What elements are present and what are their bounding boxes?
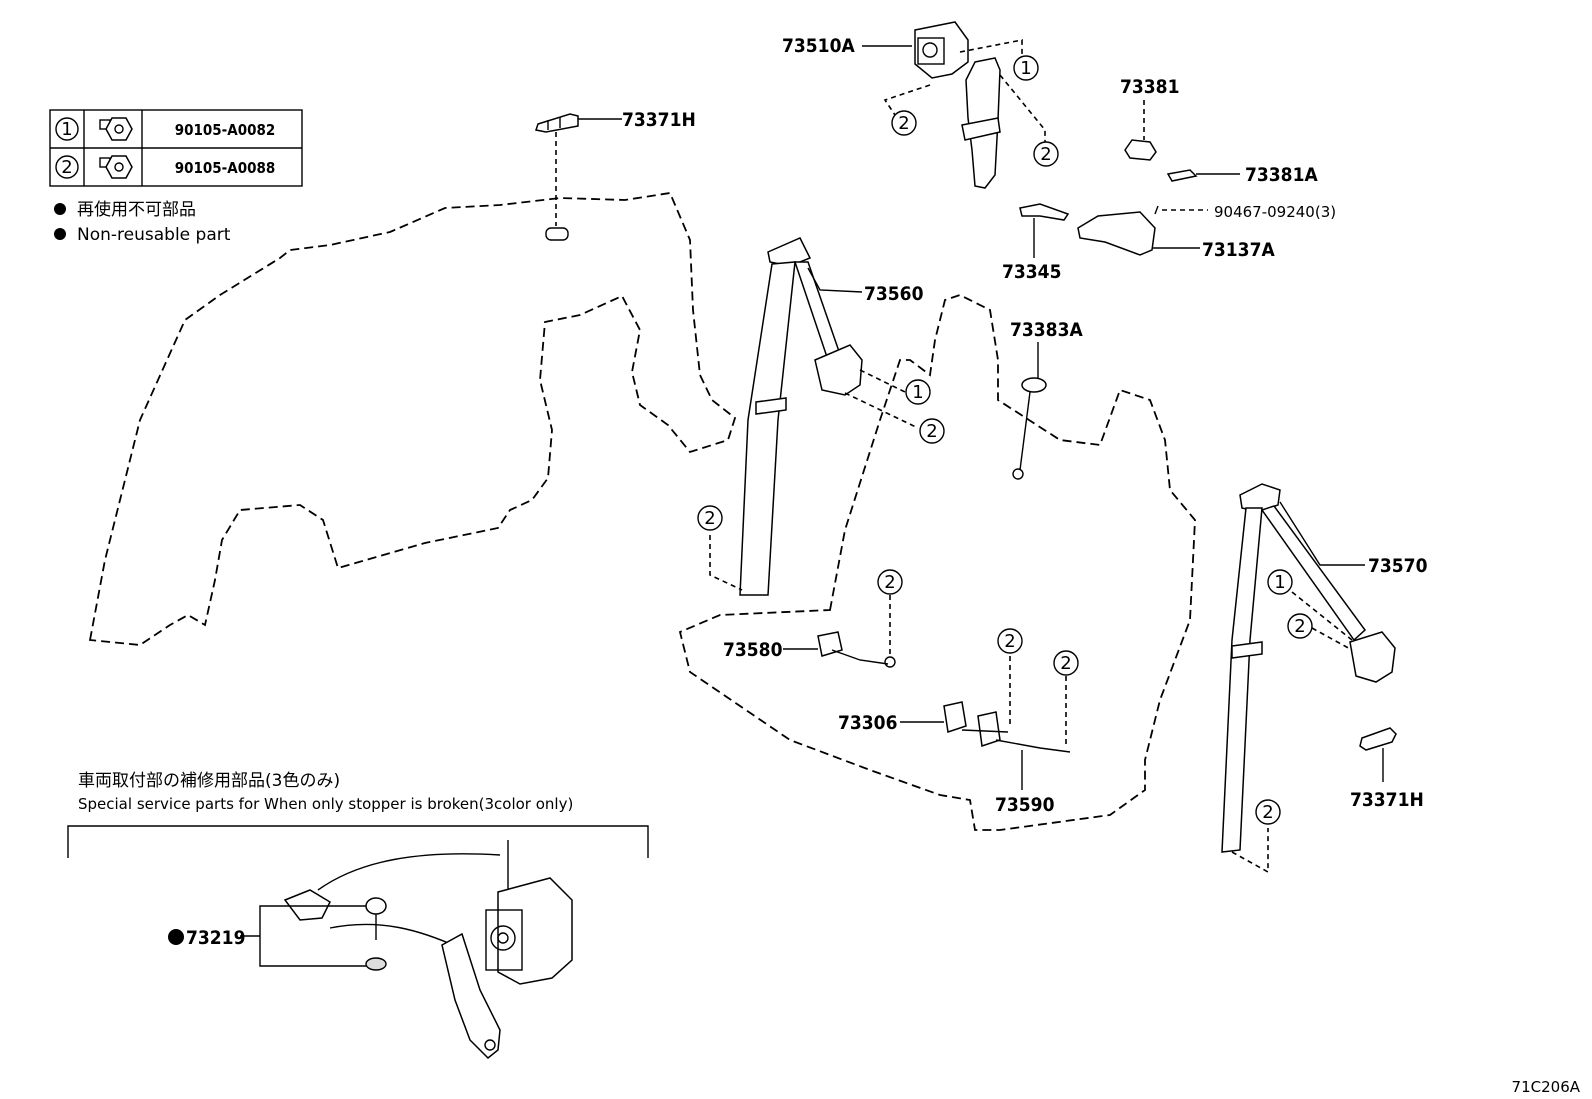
ref-circle-2: 2 bbox=[1053, 650, 1079, 676]
svg-text:2: 2 bbox=[1040, 144, 1051, 165]
callout-73510A: 73510A bbox=[782, 35, 855, 57]
callout-73306: 73306 bbox=[838, 712, 897, 734]
table-ref-1: 1 bbox=[55, 117, 79, 141]
legend-jp: 再使用不可部品 bbox=[77, 199, 196, 220]
callout-73590: 73590 bbox=[995, 794, 1055, 816]
diagram-code: 71C206A bbox=[1512, 1078, 1581, 1096]
callout-73560: 73560 bbox=[864, 283, 924, 305]
service-note: 車両取付部の補修用部品(3色のみ) Special service parts … bbox=[67, 771, 649, 858]
bullet-icon bbox=[54, 228, 66, 240]
svg-text:1: 1 bbox=[1274, 572, 1285, 593]
part-73383A: 73383A bbox=[1010, 319, 1083, 480]
svg-text:2: 2 bbox=[926, 421, 937, 442]
callout-73570: 73570 bbox=[1368, 555, 1428, 577]
rear-seat-outline bbox=[678, 294, 1196, 831]
ref-circle-1: 1 bbox=[1013, 55, 1039, 81]
part-73371H-top: 73371H bbox=[535, 109, 696, 226]
svg-text:2: 2 bbox=[1004, 631, 1015, 652]
service-note-jp: 車両取付部の補修用部品(3色のみ) bbox=[78, 771, 340, 791]
part-73371H-right: 73371H bbox=[1350, 727, 1424, 811]
part-73345: 73345 bbox=[1002, 203, 1070, 283]
ref-circle-1: 1 bbox=[1267, 569, 1293, 595]
table-part-no-2: 90105-A0088 bbox=[175, 159, 276, 177]
ref-circle-2: 2 bbox=[697, 505, 723, 531]
svg-text:2: 2 bbox=[1294, 616, 1305, 637]
part-73580: 73580 bbox=[723, 595, 896, 668]
part-73137A: 73137A bbox=[1077, 211, 1275, 261]
callout-73371H-right: 73371H bbox=[1350, 789, 1424, 811]
ref-circle-2: 2 bbox=[997, 628, 1023, 654]
part-73560: 73560 bbox=[709, 237, 924, 596]
bolt-icon bbox=[99, 117, 133, 141]
legend: 再使用不可部品 Non-reusable part bbox=[54, 199, 231, 245]
part-73381A: 73381A bbox=[1166, 164, 1318, 186]
svg-text:1: 1 bbox=[61, 119, 72, 140]
callout-73381: 73381 bbox=[1120, 76, 1179, 98]
ref-circle-2: 2 bbox=[1033, 141, 1059, 167]
ref-circle-2: 2 bbox=[891, 110, 917, 136]
callout-73137A: 73137A bbox=[1202, 239, 1275, 261]
svg-text:2: 2 bbox=[704, 508, 715, 529]
table-part-no-1: 90105-A0082 bbox=[175, 121, 276, 139]
svg-text:2: 2 bbox=[61, 157, 72, 178]
callout-73580: 73580 bbox=[723, 639, 783, 661]
ref-circle-2: 2 bbox=[877, 569, 903, 595]
svg-text:2: 2 bbox=[1262, 802, 1273, 823]
body-side-outline bbox=[88, 192, 737, 646]
ref-circle-2: 2 bbox=[1255, 799, 1281, 825]
callout-73219: 73219 bbox=[186, 927, 245, 949]
legend-en: Non-reusable part bbox=[77, 225, 231, 245]
callout-73383A: 73383A bbox=[1010, 319, 1083, 341]
svg-text:2: 2 bbox=[884, 572, 895, 593]
part-90467: 90467-09240(3) bbox=[1154, 203, 1336, 221]
svg-text:2: 2 bbox=[1060, 653, 1071, 674]
bolt-icon bbox=[99, 155, 133, 179]
part-73510A: 73510A bbox=[782, 21, 1046, 189]
service-note-en: Special service parts for When only stop… bbox=[78, 795, 573, 813]
non-reusable-bullet-icon bbox=[168, 929, 184, 945]
table-ref-2: 2 bbox=[55, 155, 79, 179]
callout-73345: 73345 bbox=[1002, 261, 1061, 283]
svg-text:1: 1 bbox=[1020, 58, 1031, 79]
ref-circle-2: 2 bbox=[1287, 613, 1313, 639]
ref-circle-1: 1 bbox=[905, 379, 931, 405]
callout-73371H-top: 73371H bbox=[622, 109, 696, 131]
svg-text:1: 1 bbox=[912, 382, 923, 403]
svg-text:2: 2 bbox=[898, 113, 909, 134]
callout-73381A: 73381A bbox=[1245, 164, 1318, 186]
callout-90467: 90467-09240(3) bbox=[1214, 203, 1336, 221]
part-73306: 73306 73590 bbox=[838, 656, 1071, 816]
ref-circle-2: 2 bbox=[919, 418, 945, 444]
part-73219-detail: 73219 bbox=[168, 840, 573, 1060]
bullet-icon bbox=[54, 203, 66, 215]
fastener-table: 1 90105-A0082 2 90105-A0088 bbox=[49, 109, 303, 187]
anchor-hole-icon bbox=[545, 227, 569, 241]
part-73570: 73570 bbox=[1221, 483, 1428, 874]
part-73381: 73381 bbox=[1120, 76, 1179, 161]
